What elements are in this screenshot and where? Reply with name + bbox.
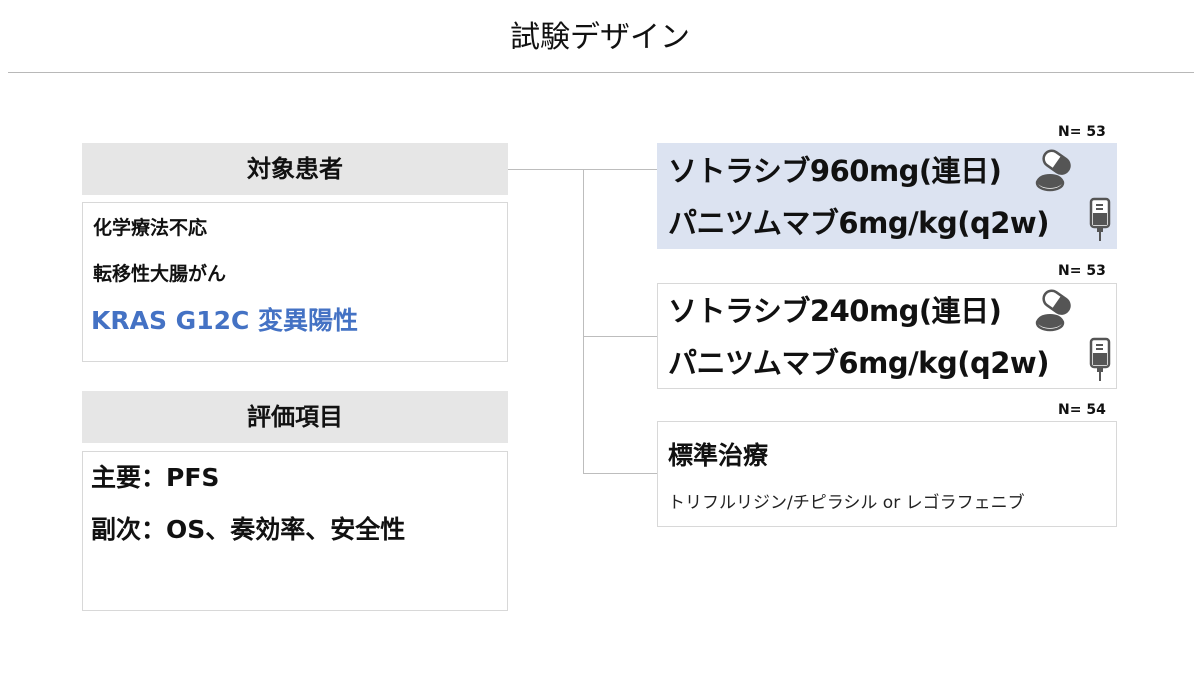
connector-vertical: [583, 169, 584, 473]
population-header: 対象患者: [82, 143, 508, 195]
arm3-detail: トリフルリジン/チピラシル or レゴラフェニブ: [668, 493, 1025, 513]
arm2-n-label: N= 53: [1058, 263, 1106, 279]
title-divider: [8, 72, 1194, 73]
pill-icon: [1035, 149, 1071, 192]
arm2-drug2: パニツムマブ6mg/kg(q2w): [668, 346, 1049, 380]
iv-bag-icon: [1089, 337, 1111, 381]
iv-bag-icon: [1089, 197, 1111, 241]
arm2-drug1: ソトラシブ240mg(連日): [668, 294, 1002, 328]
arm1-drug2: パニツムマブ6mg/kg(q2w): [668, 206, 1049, 240]
population-panel: 化学療法不応 転移性大腸がん KRAS G12C 変異陽性: [82, 202, 508, 362]
arm1-n-label: N= 53: [1058, 124, 1106, 140]
page-title: 試験デザイン: [510, 20, 690, 55]
secondary-endpoints: 副次：OS、奏効率、安全性: [91, 515, 406, 544]
arm3-box: 標準治療 トリフルリジン/チピラシル or レゴラフェニブ: [657, 421, 1117, 527]
endpoints-panel: 主要：PFS 副次：OS、奏効率、安全性: [82, 451, 508, 611]
endpoints-header: 評価項目: [82, 391, 508, 443]
primary-endpoint: 主要：PFS: [91, 463, 220, 492]
arm1-box: ソトラシブ960mg(連日) パニツムマブ6mg/kg(q2w): [657, 143, 1117, 249]
connector-arm3: [583, 473, 658, 474]
pill-icon: [1035, 289, 1071, 332]
population-line-mcrc: 転移性大腸がん: [93, 263, 227, 285]
arm2-box: ソトラシブ240mg(連日) パニツムマブ6mg/kg(q2w): [657, 283, 1117, 389]
population-line-kras: KRAS G12C 変異陽性: [91, 306, 359, 335]
arm3-n-label: N= 54: [1058, 402, 1106, 418]
population-line-refractory: 化学療法不応: [93, 217, 208, 239]
arm1-drug1: ソトラシブ960mg(連日): [668, 154, 1002, 188]
arm3-title: 標準治療: [668, 441, 769, 470]
connector-arm2: [583, 336, 658, 337]
